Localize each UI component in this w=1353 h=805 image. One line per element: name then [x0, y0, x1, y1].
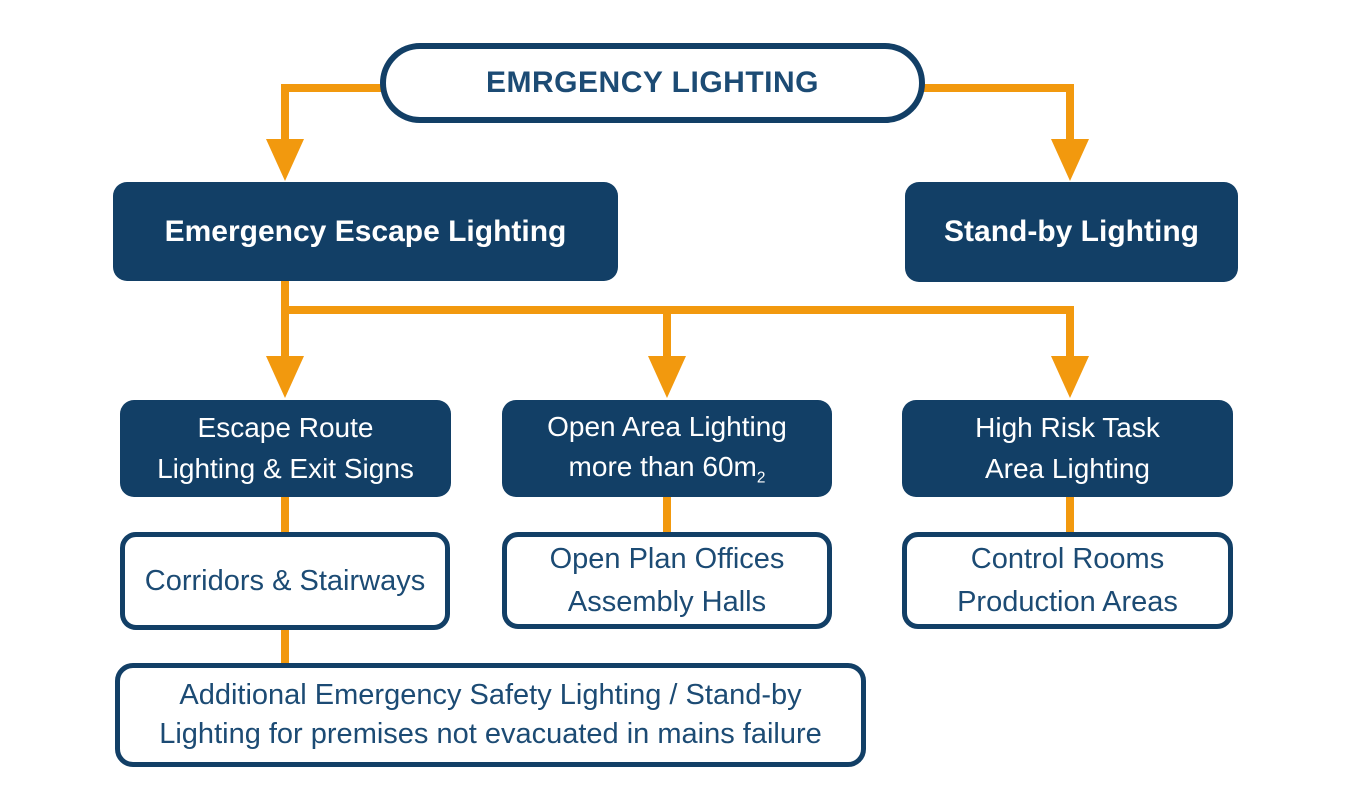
node-additional-safety-lighting-note: Additional Emergency Safety Lighting / S… [115, 663, 866, 767]
connector-left-example [281, 497, 289, 533]
node-label-line2: Assembly Halls [567, 585, 767, 618]
arrow-down-icon [1051, 139, 1089, 181]
node-label-subscript: 2 [756, 469, 766, 487]
node-label-line1: Open Plan Offices [549, 543, 785, 576]
node-label-line1: Additional Emergency Safety Lighting / S… [179, 679, 802, 712]
node-open-area-lighting: Open Area Lighting more than 60m2 [502, 400, 832, 497]
node-title: EMRGENCY LIGHTING [486, 66, 819, 99]
node-label-line2: Lighting for premises not evacuated in m… [159, 718, 822, 750]
connector-note [281, 629, 289, 664]
node-label-line2: Production Areas [957, 585, 1178, 618]
node-control-rooms: Control Rooms Production Areas [902, 532, 1233, 629]
connector-drop-middle [663, 314, 671, 358]
connector-drop-left [281, 314, 289, 358]
node-label-line1: Corridors & Stairways [144, 564, 426, 597]
node-label-line2: Lighting & Exit Signs [157, 452, 414, 484]
connector-title-left-vertical [281, 84, 289, 140]
node-open-plan-offices: Open Plan Offices Assembly Halls [502, 532, 832, 629]
node-label-line2-text: more than 60m [568, 451, 757, 483]
node-label-line1: Open Area Lighting [547, 410, 787, 442]
node-label-line1: High Risk Task [975, 411, 1160, 443]
connector-title-right-vertical [1066, 84, 1074, 140]
node-escape-route-lighting: Escape Route Lighting & Exit Signs [120, 400, 451, 497]
arrow-down-icon [266, 356, 304, 398]
node-label: Stand-by Lighting [944, 215, 1199, 248]
node-label-line2: more than 60m2 [569, 447, 766, 490]
connector-title-right-horizontal [924, 84, 1074, 92]
arrow-down-icon [1051, 356, 1089, 398]
connector-middle-example [663, 497, 671, 533]
node-corridors-stairways: Corridors & Stairways [120, 532, 450, 630]
node-stand-by-lighting: Stand-by Lighting [905, 182, 1238, 282]
node-label: Emergency Escape Lighting [164, 214, 567, 248]
connector-right-example [1066, 497, 1074, 533]
node-emergency-lighting: EMRGENCY LIGHTING [380, 43, 925, 123]
node-emergency-escape-lighting: Emergency Escape Lighting [113, 182, 618, 281]
connector-bus-horizontal [281, 306, 1074, 314]
connector-escape-stem [281, 281, 289, 314]
node-label-line1: Escape Route [197, 411, 374, 443]
connector-title-left-horizontal [281, 84, 381, 92]
node-label-line1: Control Rooms [970, 543, 1165, 576]
node-high-risk-task-lighting: High Risk Task Area Lighting [902, 400, 1233, 497]
connector-drop-right [1066, 314, 1074, 358]
arrow-down-icon [266, 139, 304, 181]
arrow-down-icon [648, 356, 686, 398]
node-label-line2: Area Lighting [984, 452, 1150, 484]
